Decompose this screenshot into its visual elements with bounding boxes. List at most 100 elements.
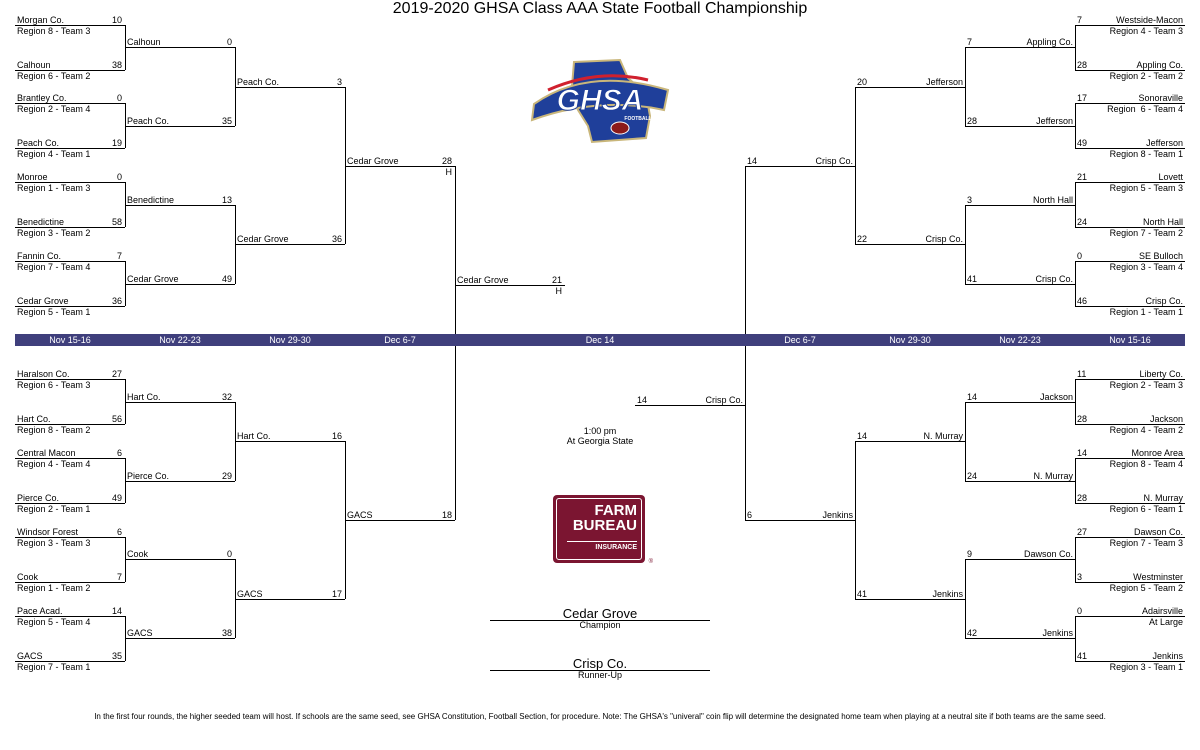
team-name[interactable]: Jackson: [1039, 392, 1073, 402]
team-score: 58: [111, 217, 122, 227]
team-name[interactable]: Pierce Co.: [127, 471, 170, 481]
team-name[interactable]: Dawson Co.: [1023, 549, 1073, 559]
home-indicator: H: [445, 167, 453, 177]
team-name[interactable]: Calhoun: [127, 37, 161, 47]
champion-label: Champion: [579, 620, 621, 630]
team-name[interactable]: Brantley Co.: [17, 93, 67, 103]
team-name[interactable]: GACS: [17, 651, 43, 661]
team-name[interactable]: North Hall: [1032, 195, 1073, 205]
team-name[interactable]: Monroe: [17, 172, 48, 182]
team-name[interactable]: Cedar Grove: [17, 296, 69, 306]
bracket-connector: [855, 87, 856, 244]
team-name[interactable]: Jenkins: [1152, 651, 1183, 661]
bracket-slot-line: [125, 126, 235, 127]
date-right-r2: Nov 22-23: [999, 335, 1041, 345]
team-name[interactable]: Hart Co.: [17, 414, 51, 424]
team-name[interactable]: Pierce Co.: [17, 493, 60, 503]
team-score: 11: [1077, 369, 1087, 379]
bracket-connector: [1075, 103, 1076, 148]
team-name[interactable]: GACS: [347, 510, 373, 520]
team-name[interactable]: Jefferson: [926, 77, 963, 87]
team-name[interactable]: Lovett: [1158, 172, 1183, 182]
bracket-slot-line: [855, 441, 965, 442]
team-name[interactable]: Cedar Grove: [127, 274, 179, 284]
team-name[interactable]: Peach Co.: [127, 116, 170, 126]
team-name[interactable]: Pace Acad.: [17, 606, 63, 616]
bracket-slot-line: [15, 503, 125, 504]
team-name[interactable]: Jenkins: [822, 510, 853, 520]
bracket-slot-line: [1075, 616, 1185, 617]
runner-up-name: Crisp Co.: [572, 656, 628, 671]
date-left-r4: Dec 6-7: [384, 335, 416, 345]
team-name[interactable]: GACS: [127, 628, 153, 638]
team-score: 28: [967, 116, 978, 126]
team-name[interactable]: North Hall: [1142, 217, 1183, 227]
team-name[interactable]: Windsor Forest: [17, 527, 79, 537]
team-region: Region 3 - Team 4: [1109, 262, 1183, 272]
team-score: 41: [1077, 651, 1088, 661]
team-name[interactable]: Adairsville: [1141, 606, 1183, 616]
team-name[interactable]: Benedictine: [127, 195, 175, 205]
bracket-connector: [855, 441, 856, 599]
team-name[interactable]: Appling Co.: [1026, 37, 1073, 47]
team-name[interactable]: N. Murray: [1143, 493, 1183, 503]
team-name[interactable]: Jackson: [1149, 414, 1183, 424]
bracket-connector: [125, 458, 126, 503]
team-name[interactable]: SE Bulloch: [1138, 251, 1183, 261]
team-name[interactable]: Jenkins: [1042, 628, 1073, 638]
team-name[interactable]: GACS: [237, 589, 263, 599]
team-name[interactable]: Jefferson: [1036, 116, 1073, 126]
team-region: Region 3 - Team 3: [17, 538, 91, 548]
team-name[interactable]: Dawson Co.: [1133, 527, 1183, 537]
team-score: 14: [111, 606, 122, 616]
bracket-slot-line: [965, 284, 1075, 285]
team-region: Region 5 - Team 1: [17, 307, 91, 317]
team-name[interactable]: Haralson Co.: [17, 369, 70, 379]
bracket-slot-line: [15, 582, 125, 583]
team-region: Region 3 - Team 1: [1109, 662, 1183, 672]
team-name[interactable]: Hart Co.: [237, 431, 271, 441]
team-name[interactable]: Fannin Co.: [17, 251, 62, 261]
bracket-slot-line: [855, 87, 965, 88]
team-name[interactable]: Crisp Co.: [705, 395, 743, 405]
team-name[interactable]: Benedictine: [17, 217, 65, 227]
team-name[interactable]: Central Macon: [17, 448, 76, 458]
team-score: 17: [331, 589, 342, 599]
team-name[interactable]: Jefferson: [1146, 138, 1183, 148]
team-score: 27: [111, 369, 122, 379]
team-name[interactable]: N. Murray: [923, 431, 963, 441]
team-name[interactable]: Jenkins: [932, 589, 963, 599]
final-venue: At Georgia State: [566, 436, 634, 446]
bracket-slot-line: [15, 25, 125, 26]
team-region: Region 2 - Team 1: [17, 504, 91, 514]
team-name[interactable]: Cedar Grove: [347, 156, 399, 166]
bracket-slot-line: [15, 458, 125, 459]
team-name[interactable]: Liberty Co.: [1139, 369, 1183, 379]
team-name[interactable]: Crisp Co.: [815, 156, 853, 166]
team-name[interactable]: Morgan Co.: [17, 15, 65, 25]
team-name[interactable]: Cedar Grove: [457, 275, 509, 285]
team-name[interactable]: Calhoun: [17, 60, 51, 70]
team-name[interactable]: Westminster: [1133, 572, 1183, 582]
team-region: Region 6 - Team 3: [17, 380, 91, 390]
team-name[interactable]: Peach Co.: [237, 77, 280, 87]
team-name[interactable]: Hart Co.: [127, 392, 161, 402]
team-name[interactable]: Peach Co.: [17, 138, 60, 148]
team-name[interactable]: Crisp Co.: [1145, 296, 1183, 306]
team-name[interactable]: N. Murray: [1033, 471, 1073, 481]
date-right-r3: Nov 29-30: [889, 335, 931, 345]
final-time: 1:00 pm: [583, 426, 617, 436]
team-name[interactable]: Crisp Co.: [925, 234, 963, 244]
team-name[interactable]: Cedar Grove: [237, 234, 289, 244]
champion-name: Cedar Grove: [562, 606, 638, 621]
team-region: Region 8 - Team 4: [1109, 459, 1183, 469]
team-name[interactable]: Monroe Area: [1131, 448, 1183, 458]
team-score: 28: [1077, 493, 1088, 503]
team-name[interactable]: Appling Co.: [1136, 60, 1183, 70]
team-name[interactable]: Cook: [127, 549, 149, 559]
team-name[interactable]: Cook: [17, 572, 39, 582]
team-name[interactable]: Sonoraville: [1138, 93, 1183, 103]
team-name[interactable]: Crisp Co.: [1035, 274, 1073, 284]
team-region: Region 6 - Team 2: [17, 71, 91, 81]
team-name[interactable]: Westside-Macon: [1116, 15, 1183, 25]
